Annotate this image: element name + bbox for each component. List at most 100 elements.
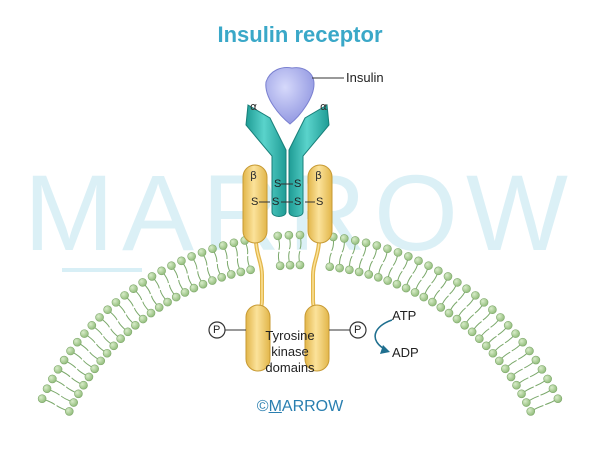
tyrosine-kinase-label: Tyrosine kinase domains xyxy=(250,328,330,376)
lipid-head xyxy=(518,337,528,347)
lipid-head xyxy=(163,297,172,307)
lipid-tail xyxy=(368,245,378,275)
lipid-head xyxy=(503,321,513,330)
lipid-head xyxy=(138,278,147,287)
lipid-head xyxy=(467,327,477,337)
lipid-head xyxy=(453,278,462,287)
lipid-head xyxy=(273,231,283,241)
lipid-head xyxy=(443,272,453,281)
lipid-tail xyxy=(339,238,345,269)
s-label: S xyxy=(251,196,259,208)
lipid-head xyxy=(102,348,112,358)
lipid-head xyxy=(90,364,99,374)
lipid-head xyxy=(325,262,335,272)
lipid-head xyxy=(275,261,285,271)
watermark-underline xyxy=(62,268,142,272)
lipid-tail xyxy=(99,316,121,340)
lipid-tail xyxy=(414,265,430,293)
lipid-head xyxy=(138,314,148,324)
lipid-head xyxy=(109,341,119,351)
lipid-head xyxy=(512,380,521,390)
lipid-head xyxy=(42,384,52,393)
tk-line-3: domains xyxy=(265,360,315,375)
lipid-head xyxy=(404,252,413,261)
lipid-head xyxy=(410,288,420,297)
lipid-head xyxy=(208,276,217,285)
alpha-subunit-left xyxy=(245,104,287,217)
lipid-head xyxy=(167,261,176,270)
lipid-head xyxy=(526,407,536,416)
lipid-head xyxy=(488,305,497,315)
alpha-label-left: α xyxy=(250,100,258,113)
s-label: S xyxy=(294,196,302,208)
lipid-head xyxy=(452,314,462,324)
lipid-head xyxy=(496,313,505,322)
lipid-head xyxy=(189,283,199,293)
lipid-head xyxy=(506,372,516,382)
beta-label-right: β xyxy=(315,169,323,182)
lipid-head xyxy=(154,303,164,312)
lipid-tail xyxy=(423,270,439,298)
alpha-subunit-right xyxy=(288,104,330,217)
lipid-tail xyxy=(358,242,367,272)
lipid-head xyxy=(392,279,402,289)
lipid-head xyxy=(79,380,88,390)
lipid-head xyxy=(147,272,157,281)
lipid-head xyxy=(187,252,196,261)
copyright-symbol: © xyxy=(256,398,269,415)
atp-label: ATP xyxy=(392,308,417,323)
lipid-head xyxy=(383,244,392,254)
lipid-tail xyxy=(91,324,115,347)
lipid-head xyxy=(436,303,446,312)
lipid-head xyxy=(53,365,63,374)
lipid-tail xyxy=(181,260,195,289)
lipid-tail xyxy=(485,325,509,347)
lipid-head xyxy=(494,356,504,366)
lipid-head xyxy=(479,298,489,307)
insulin-molecule xyxy=(265,67,315,125)
lipid-tail xyxy=(161,270,177,298)
lipid-head xyxy=(295,260,305,270)
lipid-head xyxy=(87,321,97,330)
lipid-head xyxy=(393,248,403,257)
lipid-head xyxy=(285,260,295,270)
lipid-tail xyxy=(151,276,168,303)
lipid-head xyxy=(345,265,354,275)
lipid-head xyxy=(123,327,133,337)
lipid-head xyxy=(64,407,74,416)
lipid-tail xyxy=(510,359,537,378)
lipid-tail xyxy=(377,248,388,278)
lipid-head xyxy=(350,236,360,245)
s-label: S xyxy=(294,178,302,190)
lipid-head xyxy=(198,279,208,289)
lipid-tail xyxy=(516,368,543,386)
lipid-head xyxy=(364,270,374,279)
lipid-head xyxy=(37,394,47,403)
lipid-head xyxy=(84,372,94,382)
lipid-head xyxy=(373,273,383,282)
lipid-head xyxy=(197,248,207,257)
alpha-label-right: α xyxy=(320,100,328,113)
lipid-tail xyxy=(329,236,335,267)
lipid-head xyxy=(103,305,112,315)
lipid-head xyxy=(69,398,78,407)
lipid-tail xyxy=(201,252,213,281)
lipid-head xyxy=(111,298,121,307)
lipid-head xyxy=(481,341,491,351)
lipid-head xyxy=(146,308,156,318)
kinase-domain-left xyxy=(245,304,271,372)
lipid-tail xyxy=(298,234,302,266)
lipid-head xyxy=(401,283,411,293)
lipid-head xyxy=(460,320,469,330)
lipid-tail xyxy=(244,240,252,271)
lipid-head xyxy=(72,337,82,347)
lipid-tail xyxy=(277,235,281,266)
lipid-head xyxy=(335,263,344,273)
lipid-head xyxy=(208,244,217,254)
lipid-head xyxy=(96,356,106,366)
kinase-domain-right xyxy=(304,304,330,372)
lipid-head xyxy=(525,346,534,356)
lipid-head xyxy=(177,256,186,266)
lipid-tail xyxy=(405,260,420,289)
insulin-label: Insulin xyxy=(346,70,384,85)
